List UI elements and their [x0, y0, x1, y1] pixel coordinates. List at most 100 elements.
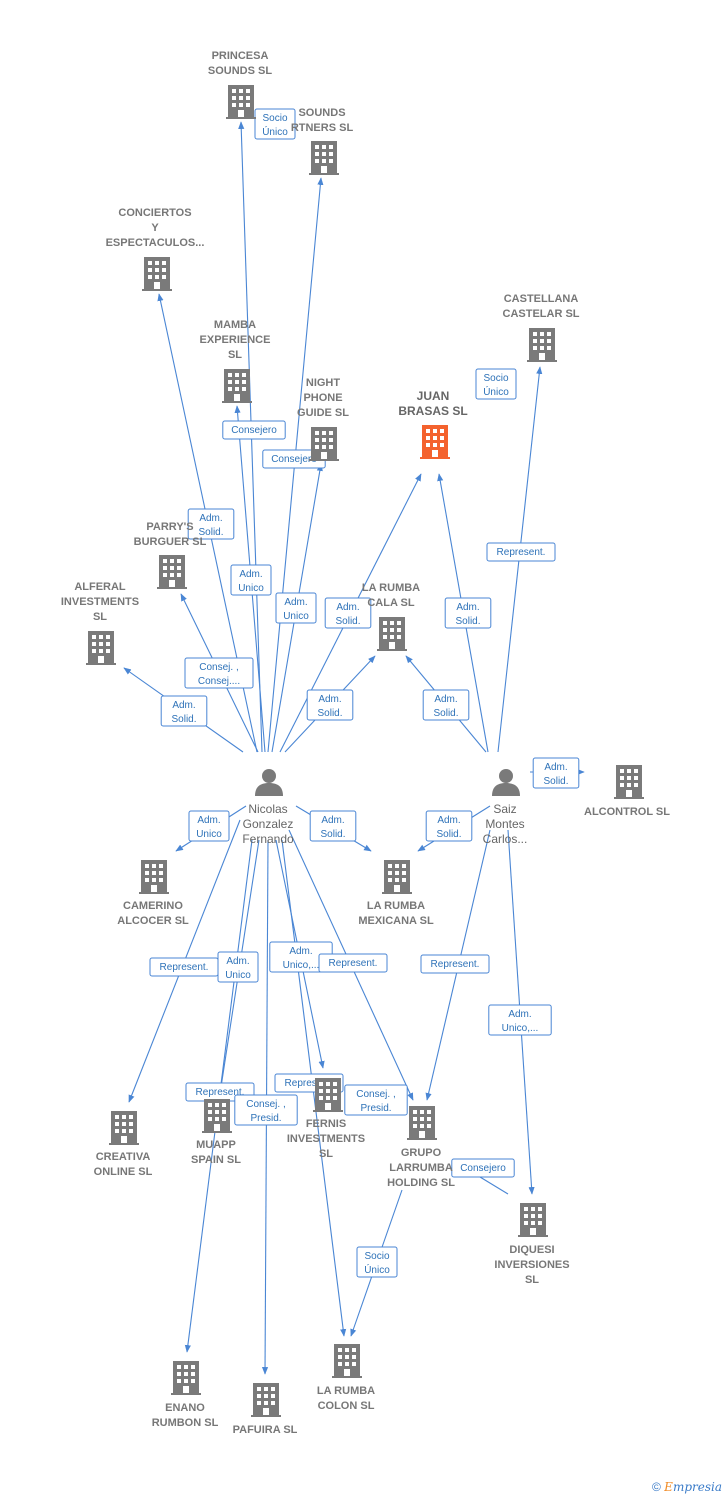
edge-label-text: Adm. [284, 597, 307, 608]
node-label: SPAIN SL [191, 1154, 241, 1166]
edge-label-nicolas-to-camerino[interactable]: Adm.Unico [188, 810, 230, 842]
edge-label-text: Adm. [434, 694, 457, 705]
edge-label-nicolas-to-mamba[interactable]: Consejero [222, 420, 286, 440]
edge-label-nicolas-to-muapp[interactable]: Adm. Unico [217, 951, 259, 983]
edge-label-box [532, 757, 580, 789]
node-label: LA RUMBA [362, 582, 420, 594]
edge-label-saiz-to-diquesi[interactable]: Adm.Unico,... [488, 1004, 552, 1036]
edge-label-box [187, 508, 235, 540]
edge-label-grupo_larrumba-to-diquesi[interactable]: Consejero [451, 1158, 515, 1178]
edge-label-text: Socio [262, 113, 287, 124]
brand-rest: mpresia [672, 1480, 722, 1494]
edge-label-box [184, 657, 254, 689]
edge-label-box [275, 592, 317, 624]
node-alcontrol[interactable]: ALCONTROL SL [584, 765, 670, 818]
edge-label-text: Adm. [226, 956, 249, 967]
edge-label-nicolas-to-alferal[interactable]: Adm.Solid. [160, 695, 208, 727]
node-label: ONLINE SL [94, 1166, 153, 1178]
node-label: LARRUMBA [389, 1162, 453, 1174]
node-label: CREATIVA [96, 1151, 151, 1163]
edge-label-saiz-to-rumba_cala[interactable]: Adm.Solid. [422, 689, 470, 721]
node-label: MUAPP [196, 1139, 236, 1151]
edge-label-box [254, 108, 296, 140]
edge-label-text: Represent. [160, 962, 209, 973]
edge-label-saiz-to-grupo_larrumba[interactable]: Represent. [420, 954, 490, 974]
edge-label-nicolas-to-parrys_extra[interactable]: Consej. ,Consej.... [184, 657, 254, 689]
edge-label-nicolas-to-pafuira[interactable]: Consej. , Presid. [234, 1094, 298, 1126]
node-label: SL [228, 349, 242, 361]
edge-label-nicolas-to-conciertos[interactable]: Adm.Solid. [187, 508, 235, 540]
building-icon [86, 631, 116, 665]
edge-label-text: Unico [225, 970, 251, 981]
node-label: INVERSIONES [494, 1259, 569, 1271]
edge-label-text: Adm. [544, 762, 567, 773]
node-label: ALCONTROL SL [584, 806, 670, 818]
edge-labels-layer: SocioÚnicoAdm.Solid.ConsejeroConsejeroAd… [149, 108, 580, 1278]
building-icon-highlighted [420, 425, 450, 459]
edge-label-nicolas-to-rumba_cala[interactable]: Adm.Solid. [306, 689, 354, 721]
edge-label-saiz-to-juan_brasas[interactable]: Adm.Solid. [444, 597, 492, 629]
empresia-logo[interactable]: © Empresia [652, 1480, 722, 1494]
edge-label-text: Adm. [239, 569, 262, 580]
edge-label-text: Represent. [196, 1087, 245, 1098]
edge-label-nicolas-to-parrys[interactable]: Adm.Unico [230, 564, 272, 596]
edge-label-nicolas-to-juan_brasas[interactable]: Adm.Solid. [324, 597, 372, 629]
edge-label-text: Presid. [250, 1113, 281, 1124]
node-label: SOUNDS SL [208, 65, 272, 77]
node-saiz[interactable]: SaizMontesCarlos... [483, 769, 528, 846]
edge-label-text: Adm. [197, 815, 220, 826]
building-icon [157, 555, 187, 589]
node-creativa[interactable]: CREATIVA ONLINE SL [94, 1111, 153, 1178]
node-label: NIGHT [306, 377, 341, 389]
edge-label-nicolas-to-mamba_extra[interactable]: Adm.Unico [275, 592, 317, 624]
edge-label-box [318, 953, 388, 973]
node-label: Fernando [242, 832, 294, 846]
node-conciertos[interactable]: CONCIERTOSYESPECTACULOS... [106, 207, 205, 291]
edge-label-text: Solid. [198, 527, 223, 538]
edge-label-text: Adm. [336, 602, 359, 613]
node-label: SL [319, 1148, 333, 1160]
building-icon [518, 1203, 548, 1237]
edge-label-nicolas-to-creativa[interactable]: Represent. [149, 957, 219, 977]
edge-label-nicolas-to-grupo_larrumba[interactable]: Represent. [318, 953, 388, 973]
edge-label-text: Adm. [437, 815, 460, 826]
edge-label-text: Solid. [171, 714, 196, 725]
node-label: CALA SL [367, 597, 415, 609]
node-muapp[interactable]: MUAPP SPAIN SL [191, 1099, 241, 1166]
building-icon [222, 369, 252, 403]
edge-label-text: Unico,... [502, 1023, 539, 1034]
node-rumba-cala[interactable]: LA RUMBA CALA SL [362, 582, 420, 651]
edge-label-text: Unico,... [283, 960, 320, 971]
building-icon [309, 141, 339, 175]
node-label: PARRY'S [146, 521, 193, 533]
node-label: CASTELAR SL [503, 308, 580, 320]
edge-label-saiz-to-alcontrol[interactable]: Adm.Solid. [532, 757, 580, 789]
edge-label-saiz-to-castellana[interactable]: Represent. [486, 542, 556, 562]
copyright-symbol: © [651, 1480, 661, 1494]
edge-label-nicolas-to-rumba_mexicana[interactable]: Adm.Solid. [309, 810, 357, 842]
edge-label-nicolas-to-grupo_larrumba2[interactable]: Consej. ,Presid. [344, 1084, 408, 1116]
edge-label-text: Consej. , [246, 1099, 285, 1110]
node-pafuira[interactable]: PAFUIRA SL [233, 1383, 298, 1436]
edge-label-saiz-to-rumba_mexicana[interactable]: Adm.Solid. [425, 810, 473, 842]
